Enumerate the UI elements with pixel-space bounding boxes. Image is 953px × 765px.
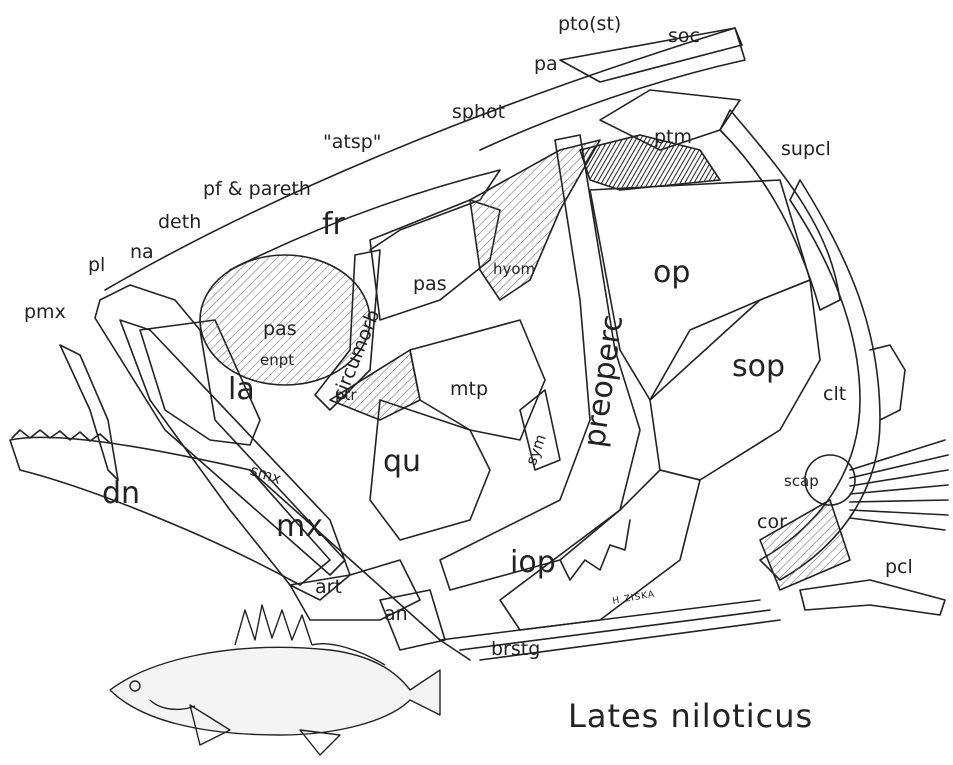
label-pmx: pmx	[24, 303, 66, 322]
label-atsp: "atsp"	[323, 133, 382, 152]
label-mx: mx	[276, 512, 323, 542]
label-pcl: pcl	[885, 558, 913, 577]
label-an: an	[384, 605, 408, 624]
label-scap: scap	[784, 474, 819, 489]
ventral-profile	[250, 470, 470, 660]
label-supcl: supcl	[781, 140, 831, 159]
label-pas-upper: pas	[413, 275, 447, 294]
label-brstg: brstg	[491, 640, 540, 659]
label-sphot: sphot	[452, 103, 505, 122]
label-clt: clt	[823, 385, 846, 404]
label-op: op	[653, 258, 690, 288]
label-ptr: ptr	[335, 388, 357, 403]
dark-region	[580, 135, 720, 190]
label-iop: iop	[510, 548, 556, 578]
label-cor: cor	[757, 513, 787, 532]
label-pas-lower: pas	[263, 320, 297, 339]
label-dn: dn	[102, 479, 140, 509]
pectoral-fin-rays	[850, 440, 948, 530]
label-pa: pa	[534, 55, 558, 74]
label-pf-pareth: pf & pareth	[203, 180, 311, 199]
label-qu: qu	[383, 447, 421, 477]
label-sop: sop	[732, 352, 785, 382]
label-na: na	[130, 243, 154, 262]
label-pto-st: pto(st)	[558, 15, 621, 34]
label-soc: soc	[668, 27, 700, 46]
premaxilla-teeth	[60, 345, 118, 480]
figure-title: Lates niloticus	[568, 700, 813, 732]
label-mtp: mtp	[450, 380, 488, 399]
label-ptm: ptm	[654, 128, 692, 147]
label-pl: pl	[88, 256, 105, 275]
label-hyom: hyom	[493, 262, 535, 277]
label-la: la	[228, 375, 255, 405]
label-art: art	[315, 578, 342, 597]
label-enpt: enpt	[260, 353, 294, 368]
label-fr: fr	[322, 210, 345, 240]
label-deth: deth	[158, 213, 201, 232]
postcleithrum	[800, 580, 945, 615]
